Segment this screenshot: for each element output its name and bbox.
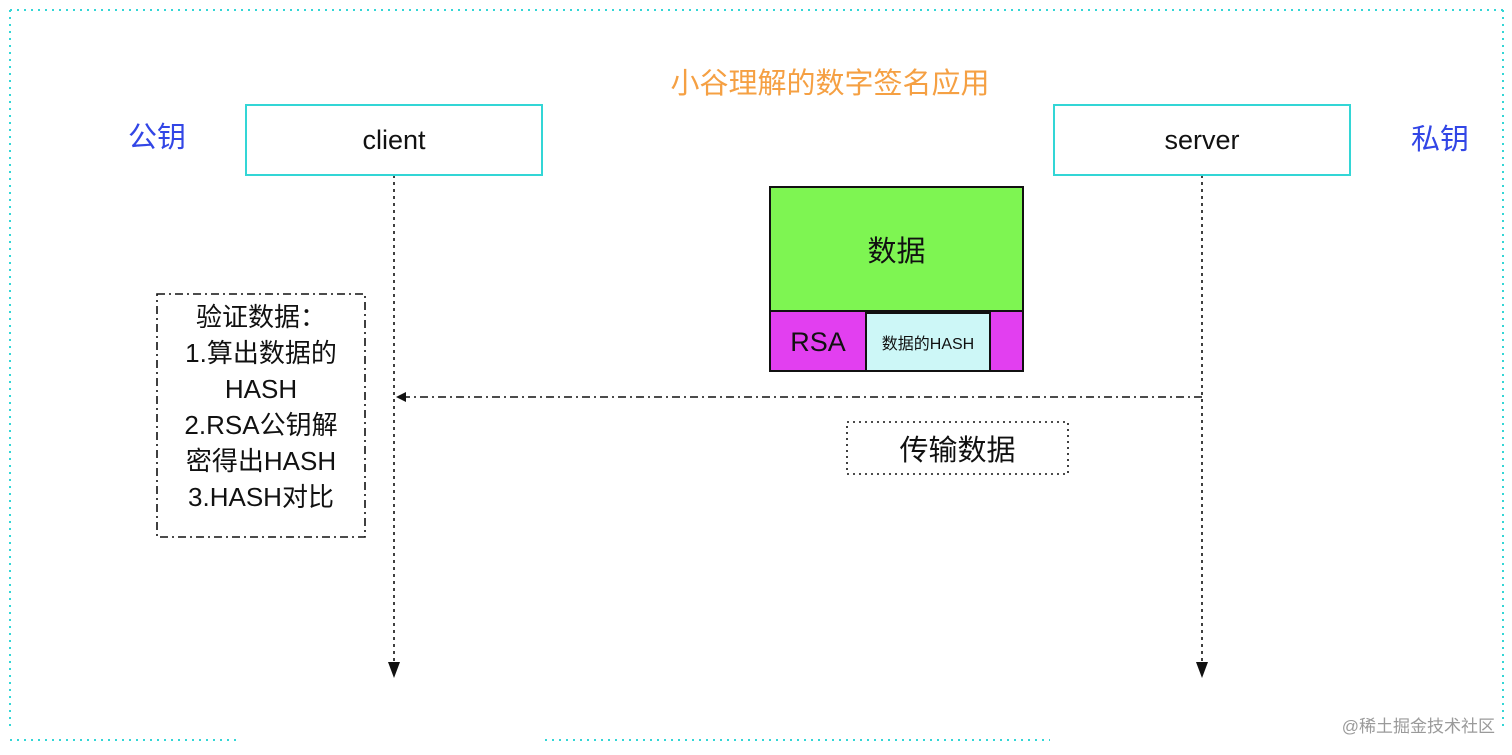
verify-box-border: [156, 293, 366, 538]
watermark: @稀土掘金技术社区: [1341, 717, 1495, 736]
server-lifeline-arrowhead: [1196, 662, 1208, 678]
verify-line-step3: 3.HASH对比: [188, 482, 334, 512]
transfer-arrowhead: [396, 392, 406, 402]
hash-label: 数据的HASH: [881, 336, 975, 353]
data-label: 数据: [867, 236, 926, 268]
server-label: server: [1164, 124, 1240, 155]
verify-steps-box: 验证数据： 1.算出数据的 HASH 2.RSA公钥解 密得出HASH 3.HA…: [156, 293, 366, 538]
client-label: client: [362, 124, 426, 155]
client-lifeline-arrowhead: [388, 662, 400, 678]
public-key-label: 公钥: [128, 122, 187, 154]
signed-data-packet: 数据 RSA 数据的HASH: [769, 186, 1024, 372]
verify-line-title: 验证数据：: [195, 302, 326, 332]
private-key-label: 私钥: [1411, 124, 1470, 156]
transfer-label-box: 传输数据: [846, 421, 1069, 475]
transfer-box-border: [846, 421, 1069, 475]
server-box: server: [1053, 104, 1351, 176]
hash-box: 数据的HASH: [865, 312, 991, 370]
transfer-label: 传输数据: [899, 435, 1016, 467]
client-box: client: [245, 104, 543, 176]
verify-line-step2-cont: 密得出HASH: [185, 446, 337, 476]
verify-line-step1-cont: HASH: [224, 374, 298, 404]
page-frame: [9, 9, 1504, 741]
rsa-signature-block: RSA 数据的HASH: [771, 312, 1022, 370]
verify-line-step2: 2.RSA公钥解: [184, 410, 338, 440]
data-block: 数据: [771, 188, 1022, 312]
verify-line-step1: 1.算出数据的: [185, 338, 337, 368]
diagram-title: 小谷理解的数字签名应用: [670, 68, 990, 100]
rsa-label: RSA: [790, 326, 846, 357]
